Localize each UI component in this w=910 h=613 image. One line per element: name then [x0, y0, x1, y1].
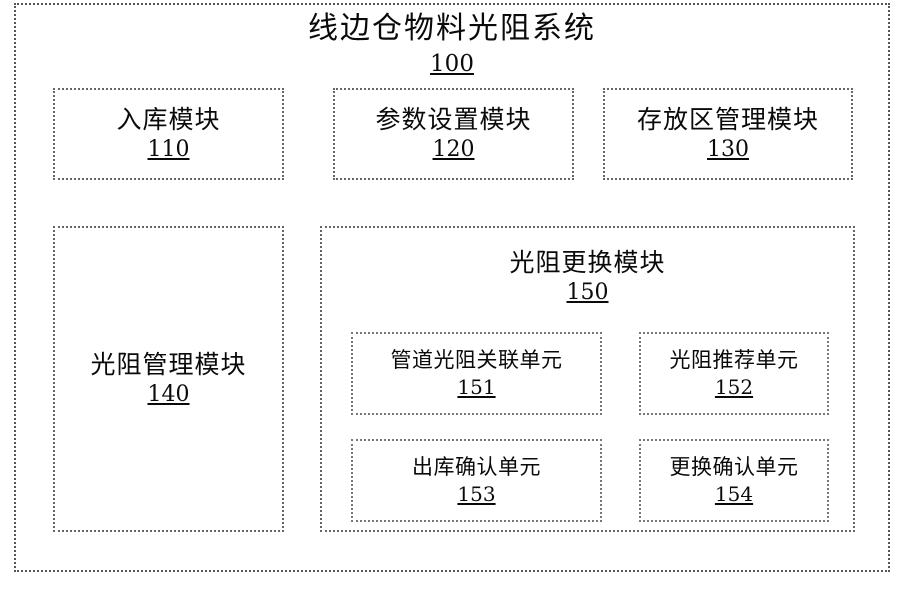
module-box-photoresist-replacement: 光阻更换模块 150 管道光阻关联单元 151 光阻推荐单元 152 出库确认单…	[320, 226, 855, 532]
subunit-ref-154: 154	[714, 481, 754, 506]
subunit-title-152: 光阻推荐单元	[669, 348, 799, 373]
module-title-130: 存放区管理模块	[636, 105, 819, 135]
module-ref-110: 110	[147, 136, 190, 162]
subunit-box-photoresist-recommendation: 光阻推荐单元 152	[639, 332, 829, 415]
module-ref-120: 120	[432, 136, 475, 162]
module-ref-140: 140	[147, 381, 190, 407]
module-title-140: 光阻管理模块	[90, 350, 247, 380]
figure-title-block: 线边仓物料光阻系统 100	[14, 11, 890, 78]
subunit-ref-153: 153	[457, 481, 496, 506]
subunit-title-151: 管道光阻关联单元	[390, 348, 563, 373]
subunit-ref-152: 152	[714, 374, 754, 399]
module-title-150: 光阻更换模块	[509, 248, 666, 277]
system-title: 线边仓物料光阻系统	[308, 11, 596, 46]
module-ref-150: 150	[566, 279, 609, 305]
module-box-storage-area-management: 存放区管理模块 130	[603, 88, 853, 180]
module-ref-130: 130	[707, 136, 749, 162]
module-title-110: 入库模块	[116, 105, 221, 135]
subunit-box-outbound-confirmation: 出库确认单元 153	[351, 439, 602, 522]
module-header-150: 光阻更换模块 150	[322, 248, 853, 306]
module-box-inbound: 入库模块 110	[53, 88, 284, 180]
subunit-ref-151: 151	[457, 374, 496, 399]
module-box-parameter-setting: 参数设置模块 120	[333, 88, 574, 180]
subunit-box-pipeline-photoresist-association: 管道光阻关联单元 151	[351, 332, 602, 415]
subunit-title-154: 更换确认单元	[669, 455, 799, 480]
subunit-box-replacement-confirmation: 更换确认单元 154	[639, 439, 829, 522]
module-title-120: 参数设置模块	[375, 105, 532, 135]
system-reference-number: 100	[430, 50, 474, 77]
subunit-title-153: 出库确认单元	[412, 455, 541, 480]
module-box-photoresist-management: 光阻管理模块 140	[53, 226, 284, 532]
